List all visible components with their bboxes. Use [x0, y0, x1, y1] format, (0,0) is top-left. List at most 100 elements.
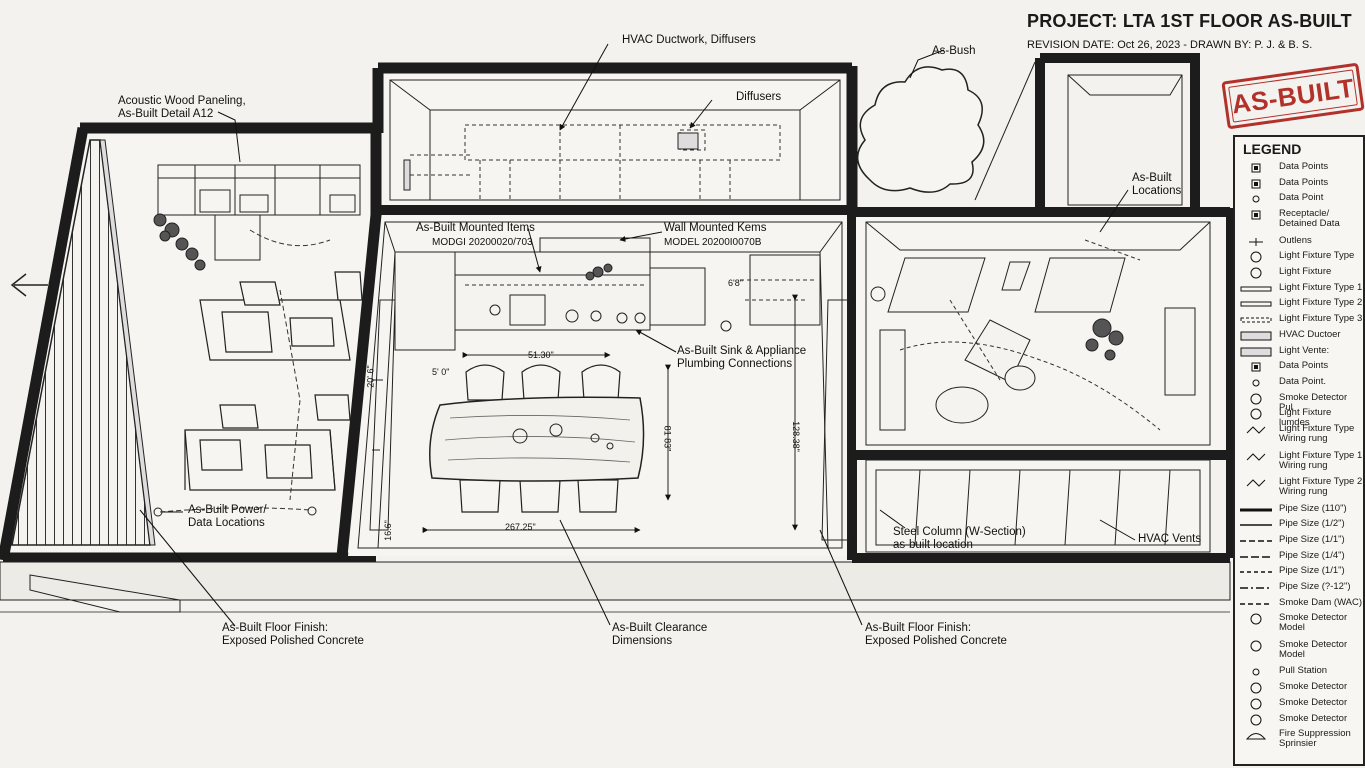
- floor-slab: [0, 561, 1231, 613]
- legend-item-label: Data Point.: [1279, 375, 1326, 387]
- legend-item-label: Pull Station: [1279, 665, 1328, 677]
- pipe-line-icon: [1240, 571, 1272, 574]
- legend-item: Smoke Detector: [1235, 697, 1363, 712]
- data-points-icon: [1251, 179, 1261, 189]
- legend-item: Light Fixture Type 2: [1235, 297, 1363, 312]
- legend-item: Light Fixture lumdes: [1235, 407, 1363, 428]
- dimension-label: 16.6": [382, 520, 393, 541]
- callout-wall-mounted-line2: MODEL 20200I0070B: [664, 237, 762, 248]
- smoke-detector-icon: [1250, 714, 1262, 725]
- legend-item-label: Smoke Detector Pul: [1279, 391, 1348, 413]
- hvac-room: [372, 62, 858, 210]
- legend-item: Pipe Size (1/2"): [1235, 518, 1363, 533]
- legend-item-label: Light Fixture Type: [1279, 250, 1355, 262]
- wiring-icon: [1246, 426, 1266, 434]
- legend-item: Outlens: [1235, 235, 1363, 250]
- legend-item: Data Points: [1235, 360, 1363, 375]
- legend-item-label: Data Points: [1279, 176, 1329, 188]
- legend-item-label: Smoke Detector: [1279, 696, 1348, 708]
- legend-item-label: Light Fixture Type 3: [1279, 313, 1363, 325]
- legend-item-label: Smoke Detector: [1279, 681, 1348, 693]
- kitchen-dining-room: [336, 128, 857, 560]
- legend-item: Pipe Size (1/1"): [1235, 534, 1363, 549]
- bush-icon: [856, 66, 985, 193]
- callout-clearance-line2: Dimensions: [612, 635, 673, 647]
- legend-item: Pull Station: [1235, 665, 1363, 680]
- office-room: [0, 122, 378, 562]
- legend-item: Fire Suppression Sprinsier: [1235, 728, 1363, 754]
- callout-sink-line2: Plumbing Connections: [677, 358, 793, 370]
- receptacle-icon: [1251, 210, 1261, 220]
- legend-item: Receptacle/ Detained Data: [1235, 208, 1363, 234]
- legend-item: Light Fixture Type Wiring rung: [1235, 423, 1363, 449]
- light-fixture-icon: [1250, 267, 1262, 279]
- legend-item: Smoke Dam (WAC): [1235, 597, 1363, 612]
- revision-info: REVISION DATE: Oct 26, 2023 - DRAWN BY: …: [1027, 39, 1313, 51]
- callout-diffusers: Diffusers: [736, 91, 782, 103]
- legend-item-label: Pipe Size (1/1"): [1279, 533, 1345, 545]
- pipe-line-icon: [1240, 555, 1272, 558]
- hvac-duct-icon: [1240, 331, 1272, 341]
- wiring-icon: [1246, 452, 1266, 461]
- smoke-detector-icon: [1250, 613, 1262, 625]
- pipe-line-icon: [1240, 587, 1272, 589]
- legend-item: Smoke Detector Model: [1235, 612, 1363, 638]
- dimension-label: 128.38": [790, 421, 801, 452]
- dimension-label: 20' 6": [365, 365, 376, 388]
- pipe-line-icon: [1240, 602, 1272, 605]
- pull-station-icon: [1252, 668, 1260, 676]
- dimension-label: 81 83": [662, 425, 673, 452]
- smoke-detector-icon: [1250, 640, 1262, 652]
- legend-item-label: Outlens: [1279, 234, 1312, 246]
- sprinkler-icon: [1245, 733, 1267, 740]
- legend-item-label: Smoke Detector Model: [1279, 638, 1348, 660]
- legend-item-label: Smoke Dam (WAC): [1279, 596, 1363, 608]
- callout-sink-line1: As-Built Sink & Appliance: [677, 345, 807, 357]
- light-fixture-icon: [1250, 408, 1262, 420]
- pipe-line-icon: [1240, 508, 1272, 511]
- data-point-icon: [1252, 195, 1260, 203]
- data-point-icon: [1252, 379, 1260, 387]
- legend-item-label: Smoke Detector Model: [1279, 612, 1348, 634]
- legend-item-label: Pipe Size (?-12"): [1279, 581, 1351, 592]
- legend-item: Data Point: [1235, 192, 1363, 207]
- legend-item-label: Data Points: [1279, 360, 1329, 372]
- callout-floor-right-line2: Exposed Polished Concrete: [865, 635, 1007, 647]
- legend-item-label: Pipe Size (110"): [1279, 502, 1347, 514]
- project-title: PROJECT: LTA 1ST FLOOR AS-BUILT: [1027, 11, 1352, 31]
- legend-item-label: Data Point: [1279, 192, 1324, 204]
- callout-mounted-items-line2: MODGI 20200020/703: [432, 237, 533, 248]
- legend-heading: LEGEND: [1243, 141, 1302, 157]
- legend-item: Data Points: [1235, 161, 1363, 176]
- pipe-line-icon: [1240, 524, 1272, 526]
- callout-hvac-duct: HVAC Ductwork, Diffusers: [622, 34, 756, 46]
- data-points-icon: [1251, 163, 1261, 173]
- smoke-detector-icon: [1250, 682, 1262, 694]
- legend-item-label: Receptacle/ Detained Data: [1279, 208, 1340, 230]
- legend-item-label: Light Fixture Type 2: [1279, 297, 1363, 309]
- callout-wall-mounted-line1: Wall Mounted Kems: [664, 222, 767, 234]
- light-fixture-icon: [1250, 251, 1262, 263]
- legend-item: Smoke Detector Pul: [1235, 392, 1363, 412]
- legend-item: Light Fixture Type 2 Wiring rung: [1235, 476, 1363, 502]
- callout-clearance-line1: As-Built Clearance: [612, 622, 708, 634]
- legend-item: Data Points: [1235, 177, 1363, 192]
- line-type-icon: [1240, 301, 1272, 307]
- plant-icon: [1085, 318, 1124, 361]
- hvac-ductwork: [410, 124, 781, 200]
- legend-item-label: Light Fixture lumdes: [1279, 407, 1332, 429]
- callout-power-line2: Data Locations: [188, 517, 265, 529]
- callout-floor-right-line1: As-Built Floor Finish:: [865, 622, 972, 634]
- legend-item-label: Pipe Size (1/1"): [1279, 565, 1345, 577]
- outlet-icon: [1249, 237, 1263, 246]
- legend-item: Pipe Size (110"): [1235, 503, 1363, 518]
- dimension-label: 51.30": [528, 350, 554, 360]
- legend-item-label: Pipe Size (1/2"): [1279, 518, 1345, 530]
- legend-item: Pipe Size (?-12"): [1235, 581, 1363, 596]
- legend-item: Pipe Size (1/4"): [1235, 550, 1363, 565]
- callout-leaders: [139, 43, 1136, 627]
- legend-item: Smoke Detector: [1235, 713, 1363, 728]
